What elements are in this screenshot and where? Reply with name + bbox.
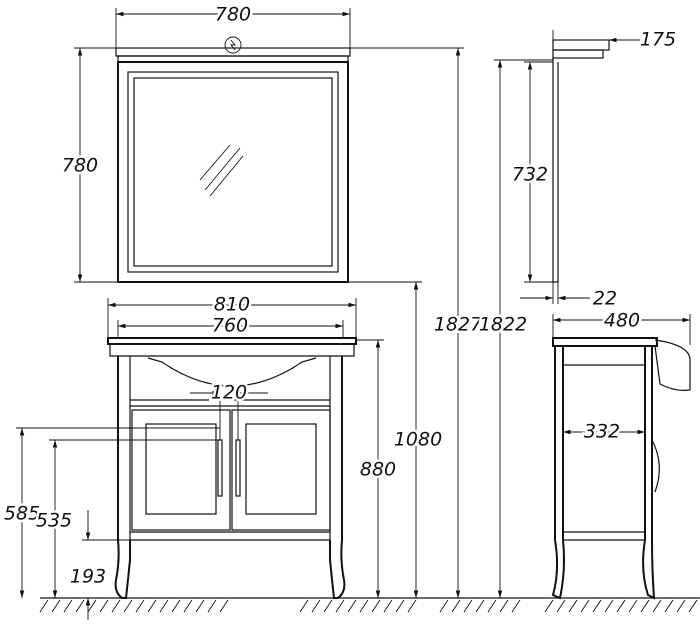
handle-left [217, 439, 223, 497]
dim-door-top-height: 585 [4, 503, 40, 525]
hatch-mark [556, 599, 566, 613]
dim-mirror-side-height: 732 [512, 164, 548, 186]
dimension-lines [16, 8, 691, 620]
hatch-mark [359, 599, 369, 613]
vanity-front [107, 337, 357, 599]
dim-cabinet-depth: 480 [604, 310, 640, 332]
door-left [131, 409, 231, 531]
hatch-mark [123, 599, 133, 613]
hatch-mark [383, 599, 393, 613]
side-view [551, 39, 691, 600]
dim-mirror-thickness: 22 [593, 288, 617, 310]
dim-total-height-front: 1827 [434, 314, 482, 336]
mirror-front [115, 36, 351, 283]
handle-right [235, 439, 241, 497]
hatch-mark [171, 599, 181, 613]
hatch-mark [568, 599, 578, 613]
door-right [231, 409, 331, 531]
hatch-mark [195, 599, 205, 613]
hatch-mark [487, 599, 497, 613]
hatch-mark [664, 599, 674, 613]
hatch-mark [183, 599, 193, 613]
hatch-mark [75, 599, 85, 613]
dim-countertop-width: 810 [214, 294, 250, 316]
hatch-mark [652, 599, 662, 613]
hatch-mark [676, 599, 686, 613]
dim-inner-depth: 332 [584, 421, 620, 443]
hatch-mark [311, 599, 321, 613]
dim-mirror-height: 780 [62, 155, 98, 177]
hatch-mark [299, 599, 309, 613]
hatch-mark [207, 599, 217, 613]
hatch-mark [219, 599, 229, 613]
hatch-mark [39, 599, 49, 613]
dim-handle-height: 535 [36, 510, 72, 532]
dim-total-height-side: 1822 [479, 314, 527, 336]
hatch-mark [407, 599, 417, 613]
hatch-mark [475, 599, 485, 613]
hatch-mark [135, 599, 145, 613]
hatch-mark [51, 599, 61, 613]
dim-cabinet-width: 760 [212, 315, 248, 337]
hatch-mark [323, 599, 333, 613]
dim-vanity-height: 880 [360, 459, 396, 481]
hatch-mark [439, 599, 449, 613]
hatch-mark [616, 599, 626, 613]
hatch-mark [335, 599, 345, 613]
hatch-mark [604, 599, 614, 613]
hatch-mark [463, 599, 473, 613]
hatch-mark [347, 599, 357, 613]
hatch-mark [99, 599, 109, 613]
hatch-mark [111, 599, 121, 613]
hatch-mark [580, 599, 590, 613]
dim-plinth-height: 193 [70, 566, 106, 588]
dim-mirror-width: 780 [215, 4, 251, 26]
hatch-mark [63, 599, 73, 613]
hatch-mark [371, 599, 381, 613]
ground-line [39, 597, 700, 613]
hatch-mark [147, 599, 157, 613]
hatch-mark [451, 599, 461, 613]
hatch-mark [544, 599, 554, 613]
hatch-mark [511, 599, 521, 613]
hatch-mark [628, 599, 638, 613]
hatch-mark [395, 599, 405, 613]
dim-handle-spacing: 120 [211, 382, 247, 404]
hatch-mark [640, 599, 650, 613]
hatch-mark [87, 599, 97, 613]
hatch-mark [159, 599, 169, 613]
hatch-mark [688, 599, 698, 613]
dim-shelf-depth: 175 [640, 29, 676, 51]
hatch-mark [499, 599, 509, 613]
hatch-mark [592, 599, 602, 613]
dimension-labels: 780 780 810 760 120 880 1080 1827 1822 5… [1, 1, 678, 590]
dim-mirror-bottom-height: 1080 [394, 429, 442, 451]
